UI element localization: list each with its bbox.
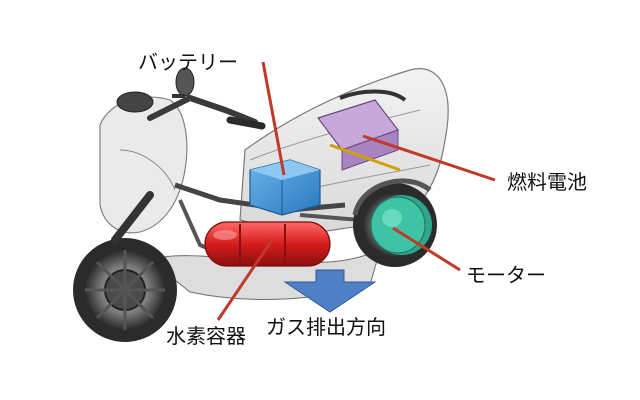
battery-label: バッテリー <box>138 50 238 74</box>
exhaust-arrow <box>283 269 377 313</box>
hydrogen-tank-label: 水素容器 <box>166 324 246 348</box>
exhaust-direction-label: ガス排出方向 <box>266 315 386 339</box>
fuel-cell-leader-line <box>362 134 496 182</box>
fuel-cell-label: 燃料電池 <box>507 170 587 194</box>
leader-lines <box>216 61 496 321</box>
battery-leader-line <box>261 61 286 176</box>
motor-leader-line <box>392 226 461 272</box>
front-wheel <box>73 191 177 342</box>
battery <box>249 159 321 216</box>
motor-label: モーター <box>466 263 546 287</box>
fuel-cell <box>317 89 407 172</box>
handlebar <box>116 67 266 130</box>
hydrogen-tank-leader-line <box>216 239 274 321</box>
